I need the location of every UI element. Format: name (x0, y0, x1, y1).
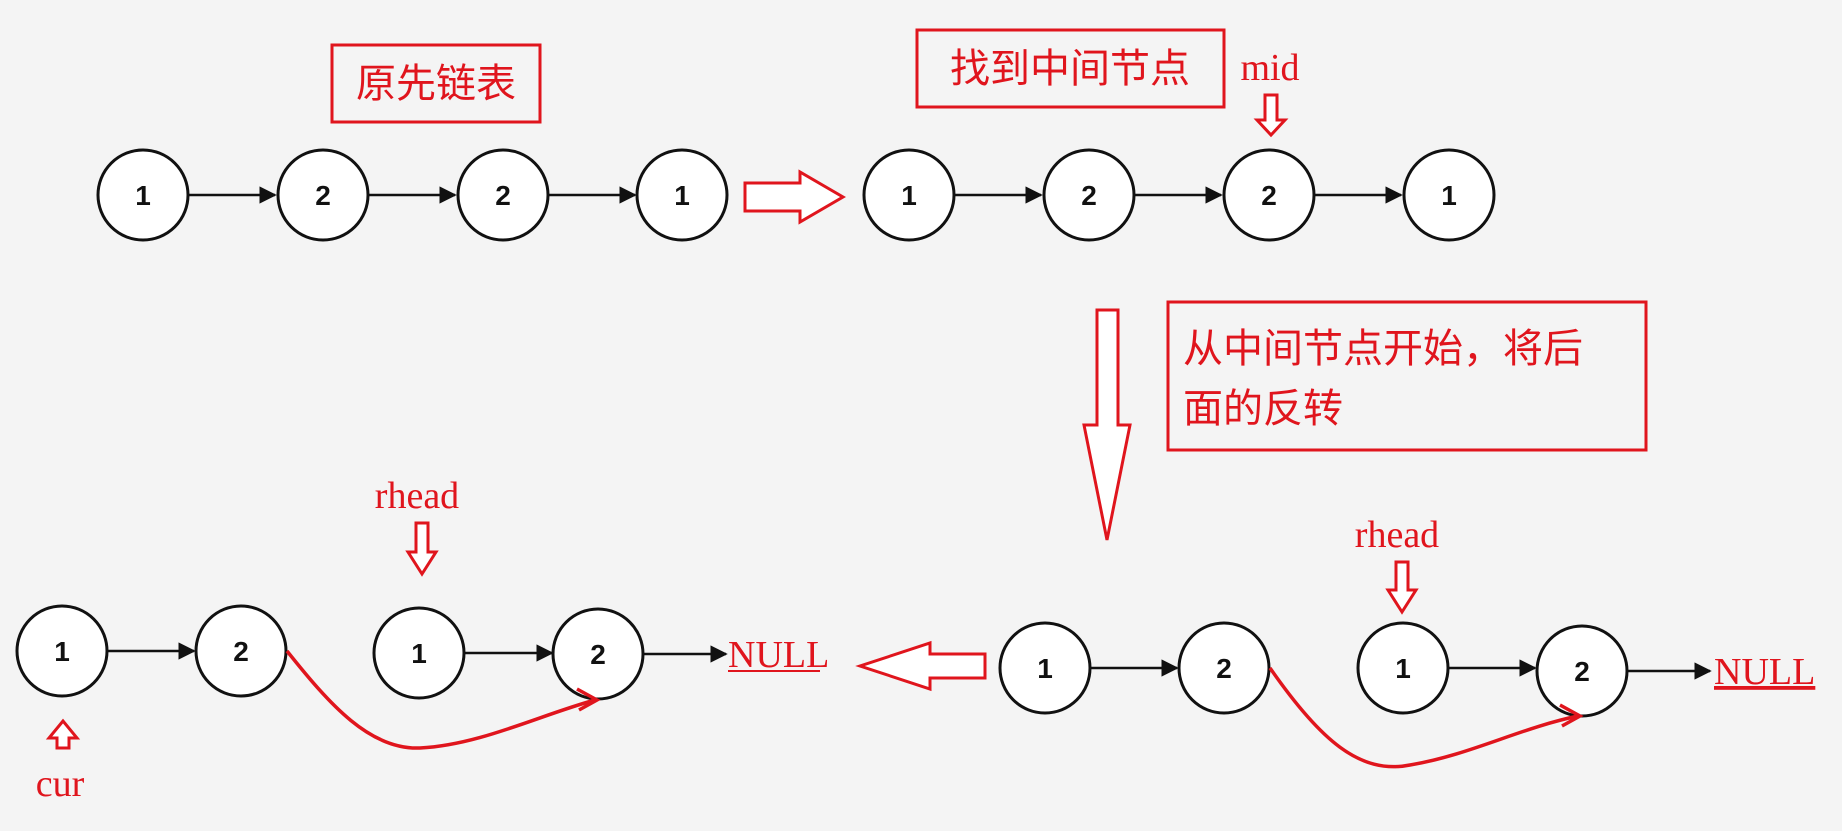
node-value: 1 (901, 180, 917, 211)
middle-node-4: 1 (1402, 148, 1496, 242)
node-value: 2 (233, 636, 249, 667)
reverse-note-line-2: 面的反转 (1183, 386, 1343, 432)
compare-node-4: 2 (551, 607, 645, 701)
cur-up-arrow-icon (45, 718, 81, 750)
reversed-list: 1 2 1 2 (998, 621, 1712, 718)
cur-pointer-label: cur (36, 763, 85, 805)
arrow-right-icon (743, 169, 846, 225)
middle-node-3-mid: 2 (1222, 148, 1316, 242)
mid-down-arrow-icon (1253, 93, 1289, 138)
arrow-left-icon (855, 640, 987, 692)
node-value: 1 (54, 636, 70, 667)
find-middle-title: 找到中间节点 (950, 46, 1190, 92)
reversed-node-4: 2 (1535, 624, 1629, 718)
rhead-label-right: rhead (1355, 514, 1439, 556)
node-value: 1 (1395, 653, 1411, 684)
original-list-title: 原先链表 (356, 61, 516, 107)
compare-curve-arrowhead-icon (576, 687, 601, 712)
compare-curve-link (285, 649, 596, 750)
reverse-note-box (1166, 300, 1648, 452)
reversed-curve-arrowhead-icon (1559, 703, 1584, 728)
original-list-title-box (330, 43, 542, 124)
reversed-node-1: 1 (998, 621, 1092, 715)
node-value: 2 (1261, 180, 1277, 211)
original-list: 1 2 2 1 (96, 148, 729, 242)
node-value: 2 (1081, 180, 1097, 211)
middle-node-2: 2 (1042, 148, 1136, 242)
reversed-node-3-rhead: 1 (1356, 621, 1450, 715)
node-value: 1 (1037, 653, 1053, 684)
original-node-2: 2 (276, 148, 370, 242)
middle-list: 1 2 2 1 (862, 148, 1496, 242)
null-label-left: NULL (728, 634, 829, 676)
reverse-note-line-1: 从中间节点开始，将后 (1183, 326, 1583, 372)
rhead-label-left: rhead (375, 475, 459, 517)
node-value: 1 (411, 638, 427, 669)
reversed-node-2: 2 (1177, 621, 1271, 715)
arrow-down-icon (1082, 308, 1132, 541)
node-value: 1 (135, 180, 151, 211)
rhead-right-down-arrow-icon (1385, 560, 1419, 615)
original-node-4: 1 (635, 148, 729, 242)
mid-pointer-label: mid (1240, 47, 1299, 89)
rhead-left-down-arrow-icon (405, 521, 439, 577)
compare-node-3-rhead: 1 (372, 606, 466, 700)
original-node-3: 2 (456, 148, 550, 242)
compare-node-2: 2 (194, 604, 288, 698)
middle-node-1: 1 (862, 148, 956, 242)
node-value: 2 (315, 180, 331, 211)
reversed-curve-link (1268, 667, 1579, 769)
original-node-1: 1 (96, 148, 190, 242)
node-value: 2 (1216, 653, 1232, 684)
node-value: 1 (674, 180, 690, 211)
node-value: 2 (495, 180, 511, 211)
compare-node-1-cur: 1 (15, 604, 109, 698)
compare-list: 1 2 1 2 (15, 604, 728, 701)
node-value: 2 (590, 639, 606, 670)
node-value: 1 (1441, 180, 1457, 211)
node-value: 2 (1574, 656, 1590, 687)
find-middle-title-box (915, 28, 1226, 109)
